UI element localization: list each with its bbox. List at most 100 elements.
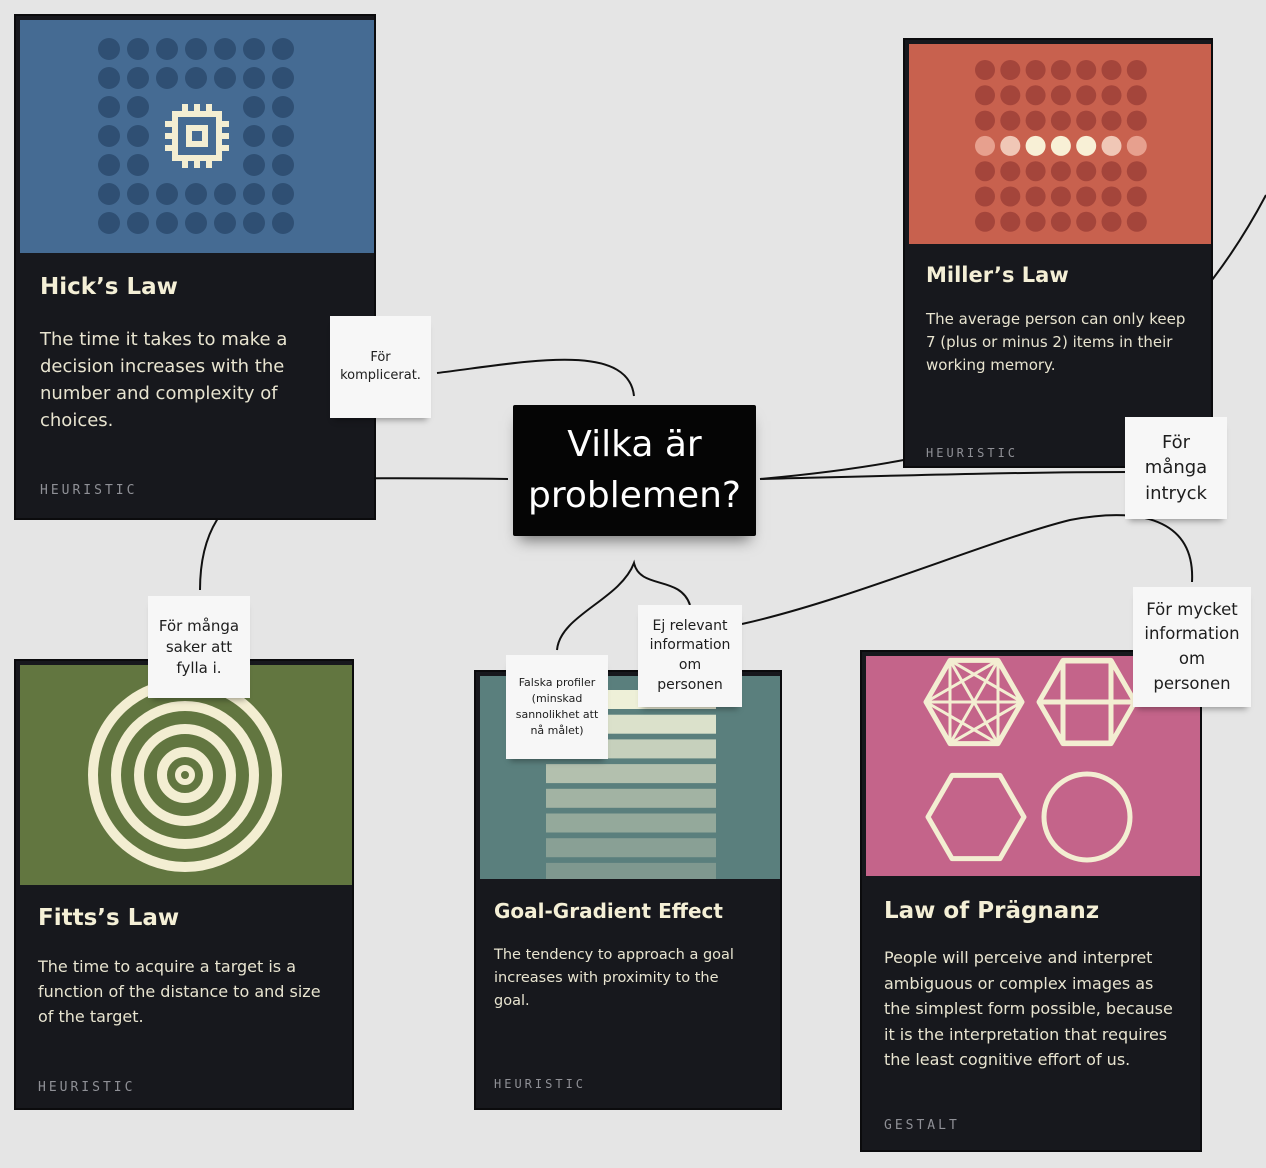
dot [98, 67, 120, 89]
dot [1000, 85, 1021, 106]
pragnanz-description: People will perceive and interpret ambig… [884, 948, 1173, 1069]
target-center [175, 765, 195, 785]
dot [1025, 211, 1046, 232]
dot [1025, 85, 1046, 106]
dot [1076, 110, 1097, 131]
dot [1101, 110, 1122, 131]
dot [243, 96, 265, 118]
fitts-background [20, 665, 352, 885]
simple-circle [1041, 771, 1133, 863]
card-millers-law[interactable]: Miller’s Law The average person can only… [903, 38, 1213, 468]
card-hicks-law[interactable]: Hick’s Law The time it takes to make a d… [14, 14, 376, 520]
sticky-for-mycket-information[interactable]: För mycket information om personen [1133, 587, 1251, 707]
pragnanz-tag: GESTALT [884, 1118, 960, 1133]
dot [185, 67, 207, 89]
dot [1025, 110, 1046, 131]
dot [1025, 60, 1046, 80]
sticky-falska-profiler[interactable]: Falska profiler (minskad sannolikhet att… [506, 655, 608, 759]
dot [156, 212, 178, 234]
dot [1025, 186, 1046, 207]
dot [243, 38, 265, 60]
dot [1101, 211, 1122, 232]
dot [1101, 161, 1122, 182]
sticky-for-manga-saker[interactable]: För många saker att fylla i. [148, 596, 250, 698]
chip-icon [165, 104, 229, 168]
fitts-tag: HEURISTIC [38, 1080, 136, 1095]
dot [1050, 135, 1071, 156]
dot [1101, 135, 1122, 156]
dot [127, 125, 149, 147]
millers-tag: HEURISTIC [926, 446, 1019, 460]
simple-hexagon [925, 772, 1027, 862]
dot [975, 135, 995, 156]
central-question-node[interactable]: Vilka är problemen? [513, 405, 756, 536]
dot [1000, 211, 1021, 232]
dot [1050, 211, 1071, 232]
goal-description: The tendency to approach a goal increase… [494, 947, 734, 1009]
dot [1050, 186, 1071, 207]
connector-falska [556, 559, 691, 651]
hicks-illustration [20, 20, 374, 253]
dot [975, 110, 995, 131]
dot [1000, 161, 1021, 182]
connector-manga-intryck [759, 471, 1129, 480]
dot [1076, 60, 1097, 80]
sticky-for-manga-intryck[interactable]: För många intryck [1125, 417, 1227, 519]
dot [272, 183, 294, 205]
dot [1126, 186, 1147, 207]
connector-komplicerat [436, 358, 635, 397]
dot [272, 154, 294, 176]
dot [243, 67, 265, 89]
dot [1025, 161, 1046, 182]
dot [1101, 85, 1122, 106]
dot [1000, 110, 1021, 131]
dot [214, 212, 236, 234]
dot [1050, 85, 1071, 106]
dot [243, 212, 265, 234]
dot [98, 96, 120, 118]
progress-bar [546, 813, 716, 833]
dot [272, 67, 294, 89]
dot [127, 38, 149, 60]
dot [98, 183, 120, 205]
dot [1050, 60, 1071, 80]
dot [1126, 110, 1147, 131]
sticky-ej-relevant[interactable]: Ej relevant information om personen [638, 605, 742, 707]
dot [156, 67, 178, 89]
millers-description: The average person can only keep 7 (plus… [926, 310, 1186, 374]
hicks-description: The time it takes to make a decision inc… [40, 329, 288, 431]
dot [1076, 85, 1097, 106]
dot [127, 96, 149, 118]
dot [1076, 186, 1097, 207]
sticky-for-komplicerat[interactable]: För komplicerat. [330, 316, 431, 418]
dot [214, 38, 236, 60]
dot [1101, 60, 1122, 80]
dot [98, 38, 120, 60]
dot [272, 125, 294, 147]
dot [1000, 186, 1021, 207]
dot [1025, 135, 1046, 156]
dot [975, 60, 995, 80]
dot [1076, 211, 1097, 232]
dot [98, 154, 120, 176]
dot [214, 67, 236, 89]
progress-bar [546, 862, 716, 882]
dot [127, 183, 149, 205]
card-fitts-law[interactable]: Fitts’s Law The time to acquire a target… [14, 659, 354, 1110]
dot [975, 211, 995, 232]
dot [127, 154, 149, 176]
dot [127, 212, 149, 234]
dot [272, 96, 294, 118]
pragnanz-illustration [866, 656, 1200, 876]
goal-tag: HEURISTIC [494, 1077, 587, 1091]
dot [975, 85, 995, 106]
target-ring [157, 747, 213, 803]
card-law-of-pragnanz[interactable]: Law of Prägnanz People will perceive and… [860, 650, 1202, 1152]
progress-bar [546, 764, 716, 784]
fitts-description: The time to acquire a target is a functi… [38, 957, 321, 1026]
dot [127, 67, 149, 89]
dot [156, 38, 178, 60]
dot [1000, 135, 1021, 156]
progress-bar [546, 838, 716, 858]
dot [98, 125, 120, 147]
